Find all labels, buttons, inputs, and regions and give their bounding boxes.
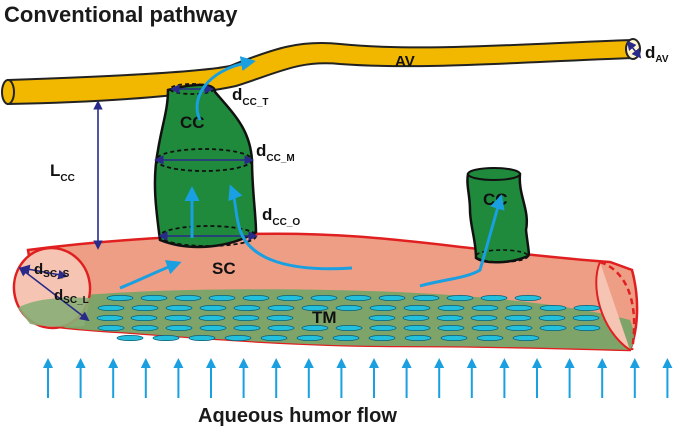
tm-pore — [446, 294, 474, 301]
tm-pore — [402, 314, 430, 321]
tm-pore — [440, 334, 468, 341]
tm-pore — [572, 314, 600, 321]
tm-pore — [96, 314, 124, 321]
tm-pore — [310, 294, 338, 301]
tm-pore — [573, 304, 601, 311]
tm-pore — [224, 334, 252, 341]
tm-pore — [296, 334, 324, 341]
tm-pore — [276, 294, 304, 301]
tm-pore — [378, 294, 406, 301]
schlemms-canal — [12, 232, 639, 352]
tm-pore — [188, 334, 216, 341]
tm-pore — [301, 324, 329, 331]
tm-pore — [164, 314, 192, 321]
tm-pore — [130, 314, 158, 321]
tm-pore — [403, 324, 431, 331]
tm-pore — [344, 294, 372, 301]
tm-pore — [208, 294, 236, 301]
tm-pore — [368, 334, 396, 341]
tm-pore — [471, 304, 499, 311]
tm-pore — [267, 304, 295, 311]
tm-pore — [512, 334, 540, 341]
tm-pore — [106, 294, 134, 301]
internal-flow — [119, 56, 505, 290]
cc-main-label: CC — [180, 113, 205, 132]
tm-pore — [369, 304, 397, 311]
tm-pore — [504, 314, 532, 321]
tm-pore — [332, 334, 360, 341]
d-sc-l-arrow — [18, 266, 90, 322]
d-cc-m-label: dCC_M — [256, 141, 295, 164]
tm-pore — [480, 294, 508, 301]
tm-pore — [198, 314, 226, 321]
d-av-label: dAV — [645, 43, 669, 65]
tm-pores — [96, 294, 601, 341]
tm-pore — [165, 324, 193, 331]
tm-pore — [403, 304, 431, 311]
tm-pore — [437, 304, 465, 311]
tm-pore — [199, 324, 227, 331]
tm-pore — [233, 324, 261, 331]
tm-pore — [412, 294, 440, 301]
tm-pore — [301, 304, 329, 311]
tm-pore — [97, 324, 125, 331]
tm-pore — [266, 314, 294, 321]
d-sc-s-label: dSC_S — [34, 261, 70, 280]
tm-pore — [97, 304, 125, 311]
tm-pore — [505, 324, 533, 331]
d-sc-l-label: dSC_L — [54, 287, 89, 306]
tm-pore — [233, 304, 261, 311]
tm-pore — [573, 324, 601, 331]
collector-channel-main — [153, 83, 258, 249]
tm-pore — [232, 314, 260, 321]
d-cc-t-label: dCC_T — [232, 85, 269, 108]
aqueous-flow-arrows — [43, 358, 673, 398]
tm-pore — [267, 324, 295, 331]
tm-pore — [539, 304, 567, 311]
collector-channel-small — [466, 167, 531, 264]
tm-pore — [131, 304, 159, 311]
tm-pore — [335, 324, 363, 331]
tm-pore — [242, 294, 270, 301]
tm-pore — [260, 334, 288, 341]
tm-pore — [514, 294, 542, 301]
aqueous-vein — [1, 38, 641, 106]
tm-pore — [471, 324, 499, 331]
tm-pore — [505, 304, 533, 311]
cc-small-label: CC — [483, 190, 508, 209]
d-av-arrow — [626, 40, 642, 59]
tm-pore — [470, 314, 498, 321]
tm-pore — [199, 304, 227, 311]
av-label: AV — [395, 53, 415, 70]
tm-pore — [437, 324, 465, 331]
tm-pore — [476, 334, 504, 341]
tm-pore — [436, 314, 464, 321]
tm-pore — [131, 324, 159, 331]
tm-pore — [174, 294, 202, 301]
diagram-title: Conventional pathway — [4, 2, 238, 27]
tm-pore — [404, 334, 432, 341]
tm-pore — [335, 304, 363, 311]
tm-pore — [116, 334, 144, 341]
tm-pore — [152, 334, 180, 341]
tm-pore — [369, 324, 397, 331]
footer-label: Aqueous humor flow — [198, 405, 397, 427]
tm-pore — [140, 294, 168, 301]
tm-pore — [539, 324, 567, 331]
d-cc-o-label: dCC_O — [262, 205, 300, 228]
l-cc-label: LCC — [50, 161, 75, 184]
tm-label: TM — [312, 308, 337, 327]
tm-pore — [165, 304, 193, 311]
tm-pore — [538, 314, 566, 321]
sc-label: SC — [212, 259, 236, 278]
tm-pore — [368, 314, 396, 321]
